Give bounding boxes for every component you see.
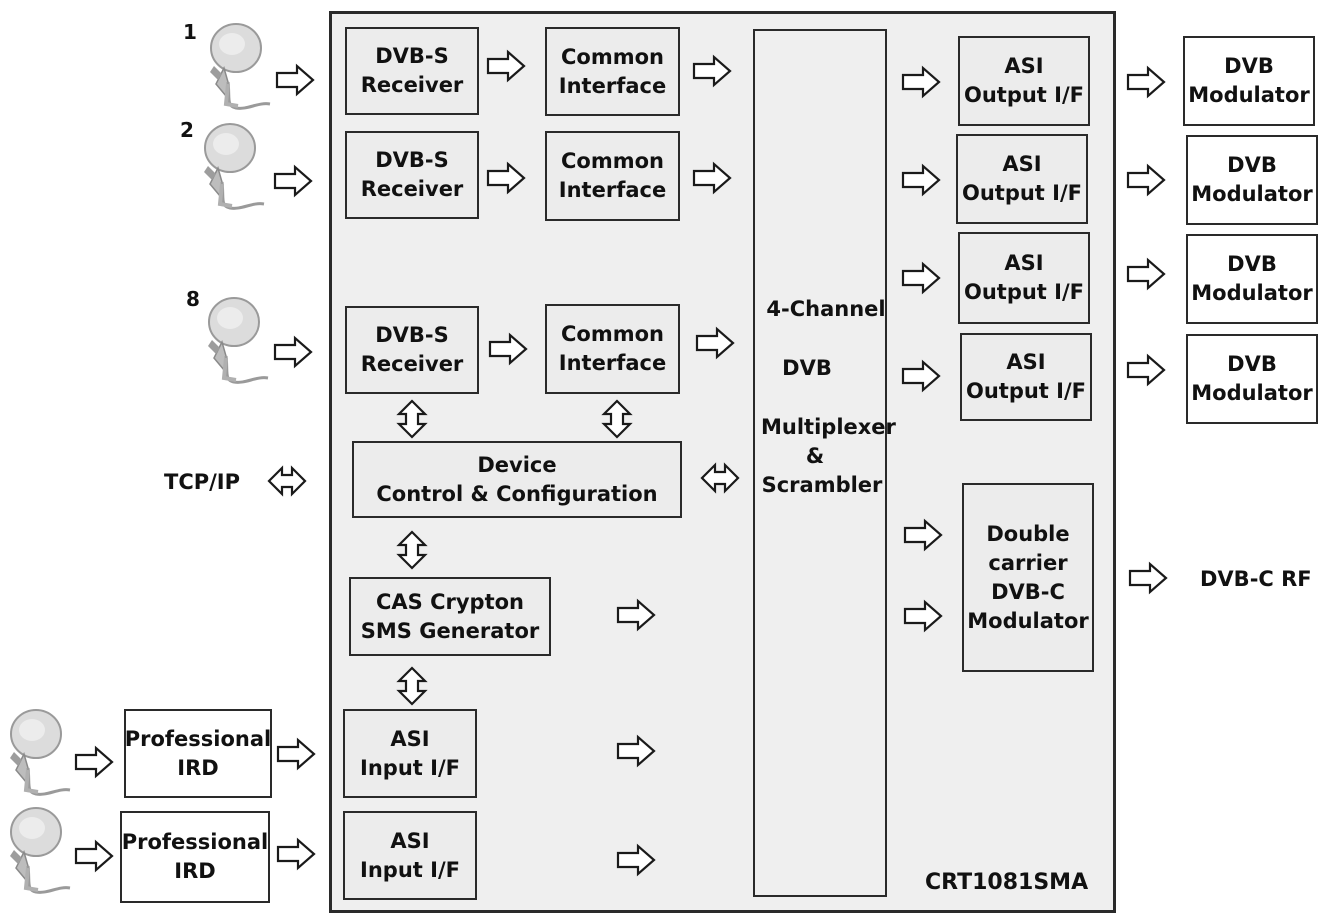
- asi-output-title: ASI: [1002, 152, 1042, 176]
- dvb-modulator-subtitle: Modulator: [1191, 281, 1313, 305]
- asi-output-2: ASI Output I/F: [956, 134, 1088, 224]
- dvb-modulator-subtitle: Modulator: [1191, 182, 1313, 206]
- dvbs-receiver-1: DVB-S Receiver: [345, 27, 479, 115]
- dvb-modulator-subtitle: Modulator: [1191, 381, 1313, 405]
- dvbc-rf-label: DVB-C RF: [1200, 567, 1312, 591]
- asi-input-title: ASI: [390, 726, 430, 751]
- asi-output-1: ASI Output I/F: [958, 36, 1090, 126]
- asi-output-subtitle: Output I/F: [963, 280, 1084, 304]
- dvbs-receiver-subtitle: Receiver: [360, 177, 464, 201]
- asi-input-2: ASI Input I/F: [343, 811, 477, 900]
- dvbs-receiver-2: DVB-S Receiver: [345, 131, 479, 219]
- common-interface-subtitle: Interface: [558, 351, 667, 375]
- asi-output-subtitle: Output I/F: [963, 83, 1084, 107]
- dvbs-receiver-title: DVB-S: [375, 44, 449, 68]
- asi-input-title: ASI: [390, 828, 430, 853]
- ird-subtitle: IRD: [174, 859, 216, 883]
- dvbs-receiver-title: DVB-S: [375, 148, 449, 172]
- dvb-modulator-title: DVB: [1224, 54, 1274, 78]
- asi-output-3: ASI Output I/F: [958, 232, 1090, 324]
- asi-input-subtitle: Input I/F: [360, 857, 460, 882]
- asi-input-subtitle: Input I/F: [360, 755, 460, 780]
- multiplexer-scrambler: 4-Channel DVB Multiplexer & Scrambler: [753, 29, 896, 897]
- asi-output-subtitle: Output I/F: [961, 181, 1082, 205]
- asi-output-title: ASI: [1006, 350, 1046, 374]
- mux-line-1: 4-Channel: [766, 297, 886, 321]
- common-interface-title: Common: [561, 322, 664, 346]
- satellite-dish-ird2-icon: [8, 806, 72, 895]
- double-carrier-line-2: carrier: [988, 550, 1068, 575]
- dvb-modulator-2: DVB Modulator: [1186, 135, 1318, 225]
- asi-output-subtitle: Output I/F: [965, 379, 1086, 403]
- double-carrier-line-1: Double: [986, 521, 1070, 546]
- ird-subtitle: IRD: [177, 755, 219, 780]
- mux-line-5: Scrambler: [761, 473, 883, 497]
- device-model-label: CRT1081SMA: [925, 870, 1089, 895]
- dvb-modulator-1: DVB Modulator: [1183, 36, 1315, 126]
- asi-output-4: ASI Output I/F: [960, 333, 1092, 421]
- common-interface-subtitle: Interface: [558, 73, 667, 98]
- dish-number-2: 2: [180, 118, 194, 142]
- dvbs-receiver-8: DVB-S Receiver: [345, 306, 479, 394]
- asi-input-1: ASI Input I/F: [343, 709, 477, 798]
- mux-line-4: &: [805, 444, 825, 468]
- dvbs-receiver-subtitle: Receiver: [360, 352, 464, 376]
- dvb-modulator-title: DVB: [1227, 252, 1277, 276]
- cas-title: CAS Crypton: [375, 589, 524, 614]
- mux-line-3: Multiplexer: [761, 415, 896, 439]
- common-interface-title: Common: [561, 44, 664, 69]
- dvb-modulator-3: DVB Modulator: [1186, 234, 1318, 324]
- device-control-title: Device: [477, 452, 557, 477]
- satellite-dish-ird1-icon: [8, 708, 72, 797]
- dvb-modulator-title: DVB: [1227, 352, 1277, 376]
- cas-subtitle: SMS Generator: [360, 618, 540, 643]
- dish-number-8: 8: [186, 287, 200, 311]
- double-carrier-line-3: DVB-C: [991, 579, 1065, 604]
- mux-line-2: DVB: [782, 356, 832, 380]
- asi-output-title: ASI: [1004, 251, 1044, 275]
- satellite-dish-8-icon: [206, 296, 270, 385]
- dvb-modulator-subtitle: Modulator: [1188, 83, 1310, 107]
- satellite-dish-1-icon: [208, 22, 272, 111]
- dvb-modulator-4: DVB Modulator: [1186, 334, 1318, 424]
- dvb-modulator-title: DVB: [1227, 153, 1277, 177]
- tcp-ip-label: TCP/IP: [164, 470, 241, 494]
- double-carrier-dvbc-modulator: Double carrier DVB-C Modulator: [962, 483, 1094, 672]
- double-carrier-line-4: Modulator: [967, 608, 1089, 633]
- ird-title: Professional: [124, 726, 272, 751]
- device-control-subtitle: Control & Configuration: [376, 481, 658, 506]
- asi-output-title: ASI: [1004, 54, 1044, 78]
- dish-number-1: 1: [183, 20, 197, 44]
- satellite-dish-2-icon: [202, 122, 266, 211]
- dvbs-receiver-subtitle: Receiver: [360, 73, 464, 97]
- ird-title: Professional: [121, 830, 269, 854]
- dvbs-receiver-title: DVB-S: [375, 323, 449, 347]
- common-interface-title: Common: [561, 149, 664, 173]
- common-interface-subtitle: Interface: [558, 178, 667, 202]
